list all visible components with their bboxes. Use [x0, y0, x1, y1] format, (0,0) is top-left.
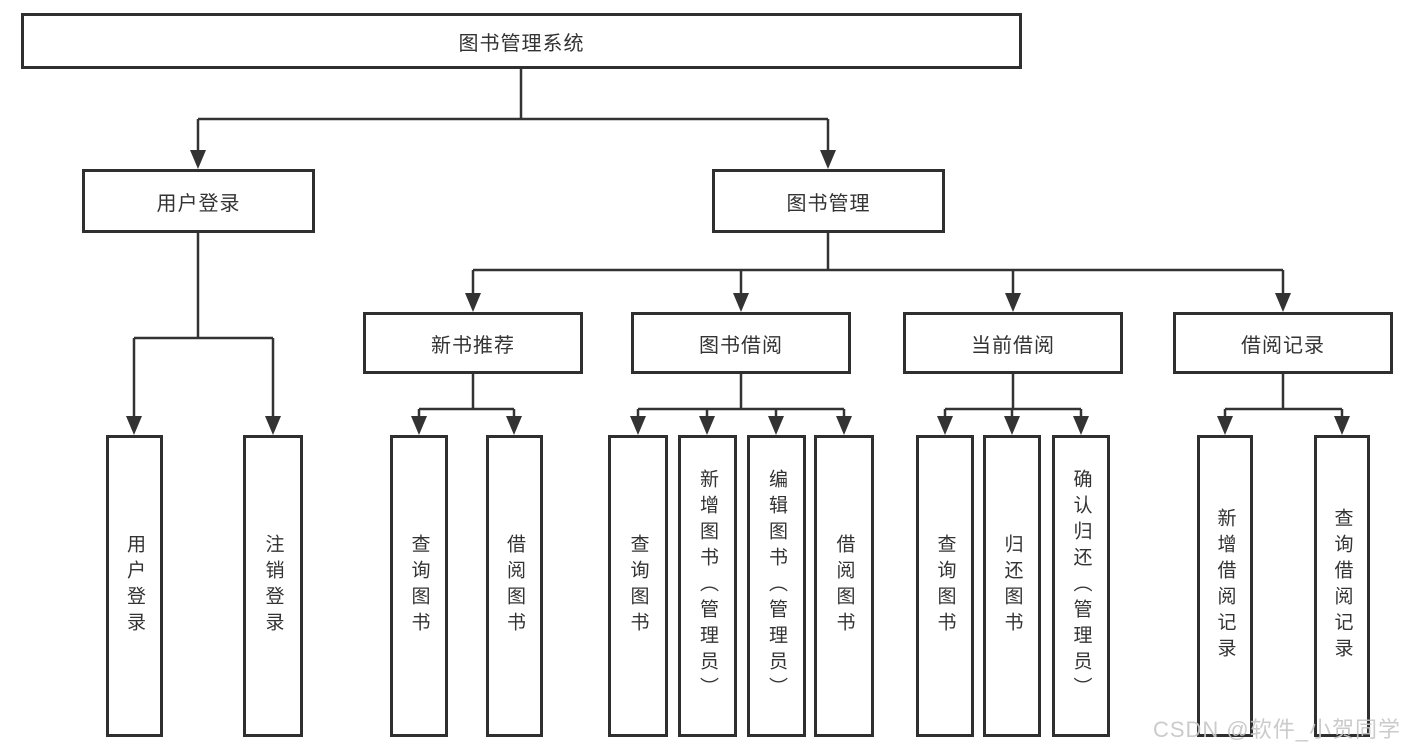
leaf-edit-books-admin-label: 编辑图书（管理员） [766, 469, 787, 703]
leaf-borrow-books-label: 借阅图书 [833, 534, 855, 638]
leaf-query-books-current-label: 查询图书 [934, 534, 956, 638]
leaf-query-borrow-record: 查询借阅记录 [1314, 435, 1370, 737]
leaf-edit-books-admin: 编辑图书（管理员） [747, 435, 806, 737]
leaf-query-books-borrow-label: 查询图书 [627, 534, 649, 638]
leaf-add-borrow-record-label: 新增借阅记录 [1214, 508, 1236, 664]
leaf-borrow-books-recommend-label: 借阅图书 [504, 534, 525, 638]
leaf-user-login-label: 用户登录 [124, 534, 145, 638]
leaf-user-login: 用户登录 [106, 435, 163, 737]
leaf-query-books-current: 查询图书 [916, 435, 974, 737]
leaf-add-books-admin-label: 新增图书（管理员） [697, 469, 718, 703]
leaf-borrow-books: 借阅图书 [814, 435, 874, 737]
leaf-query-books-recommend: 查询图书 [390, 435, 448, 737]
node-library-management-system: 图书管理系统 [21, 13, 1022, 69]
leaf-return-books: 归还图书 [983, 435, 1041, 737]
node-user-login: 用户登录 [82, 169, 315, 233]
node-book-management: 图书管理 [712, 169, 945, 233]
leaf-confirm-return-admin-label: 确认归还（管理员） [1070, 469, 1092, 703]
leaf-add-borrow-record: 新增借阅记录 [1197, 435, 1253, 737]
leaf-query-books-recommend-label: 查询图书 [408, 534, 430, 638]
node-current-borrow: 当前借阅 [903, 312, 1123, 374]
node-borrow-records: 借阅记录 [1173, 312, 1393, 374]
leaf-logout-label: 注销登录 [262, 534, 284, 638]
leaf-query-books-borrow: 查询图书 [608, 435, 668, 737]
leaf-confirm-return-admin: 确认归还（管理员） [1052, 435, 1110, 737]
leaf-query-borrow-record-label: 查询借阅记录 [1331, 508, 1353, 664]
leaf-add-books-admin: 新增图书（管理员） [678, 435, 737, 737]
leaf-return-books-label: 归还图书 [1001, 534, 1023, 638]
leaf-borrow-books-recommend: 借阅图书 [486, 435, 543, 737]
node-new-book-recommend: 新书推荐 [363, 312, 583, 374]
leaf-logout: 注销登录 [243, 435, 303, 737]
node-book-borrow: 图书借阅 [631, 312, 851, 374]
